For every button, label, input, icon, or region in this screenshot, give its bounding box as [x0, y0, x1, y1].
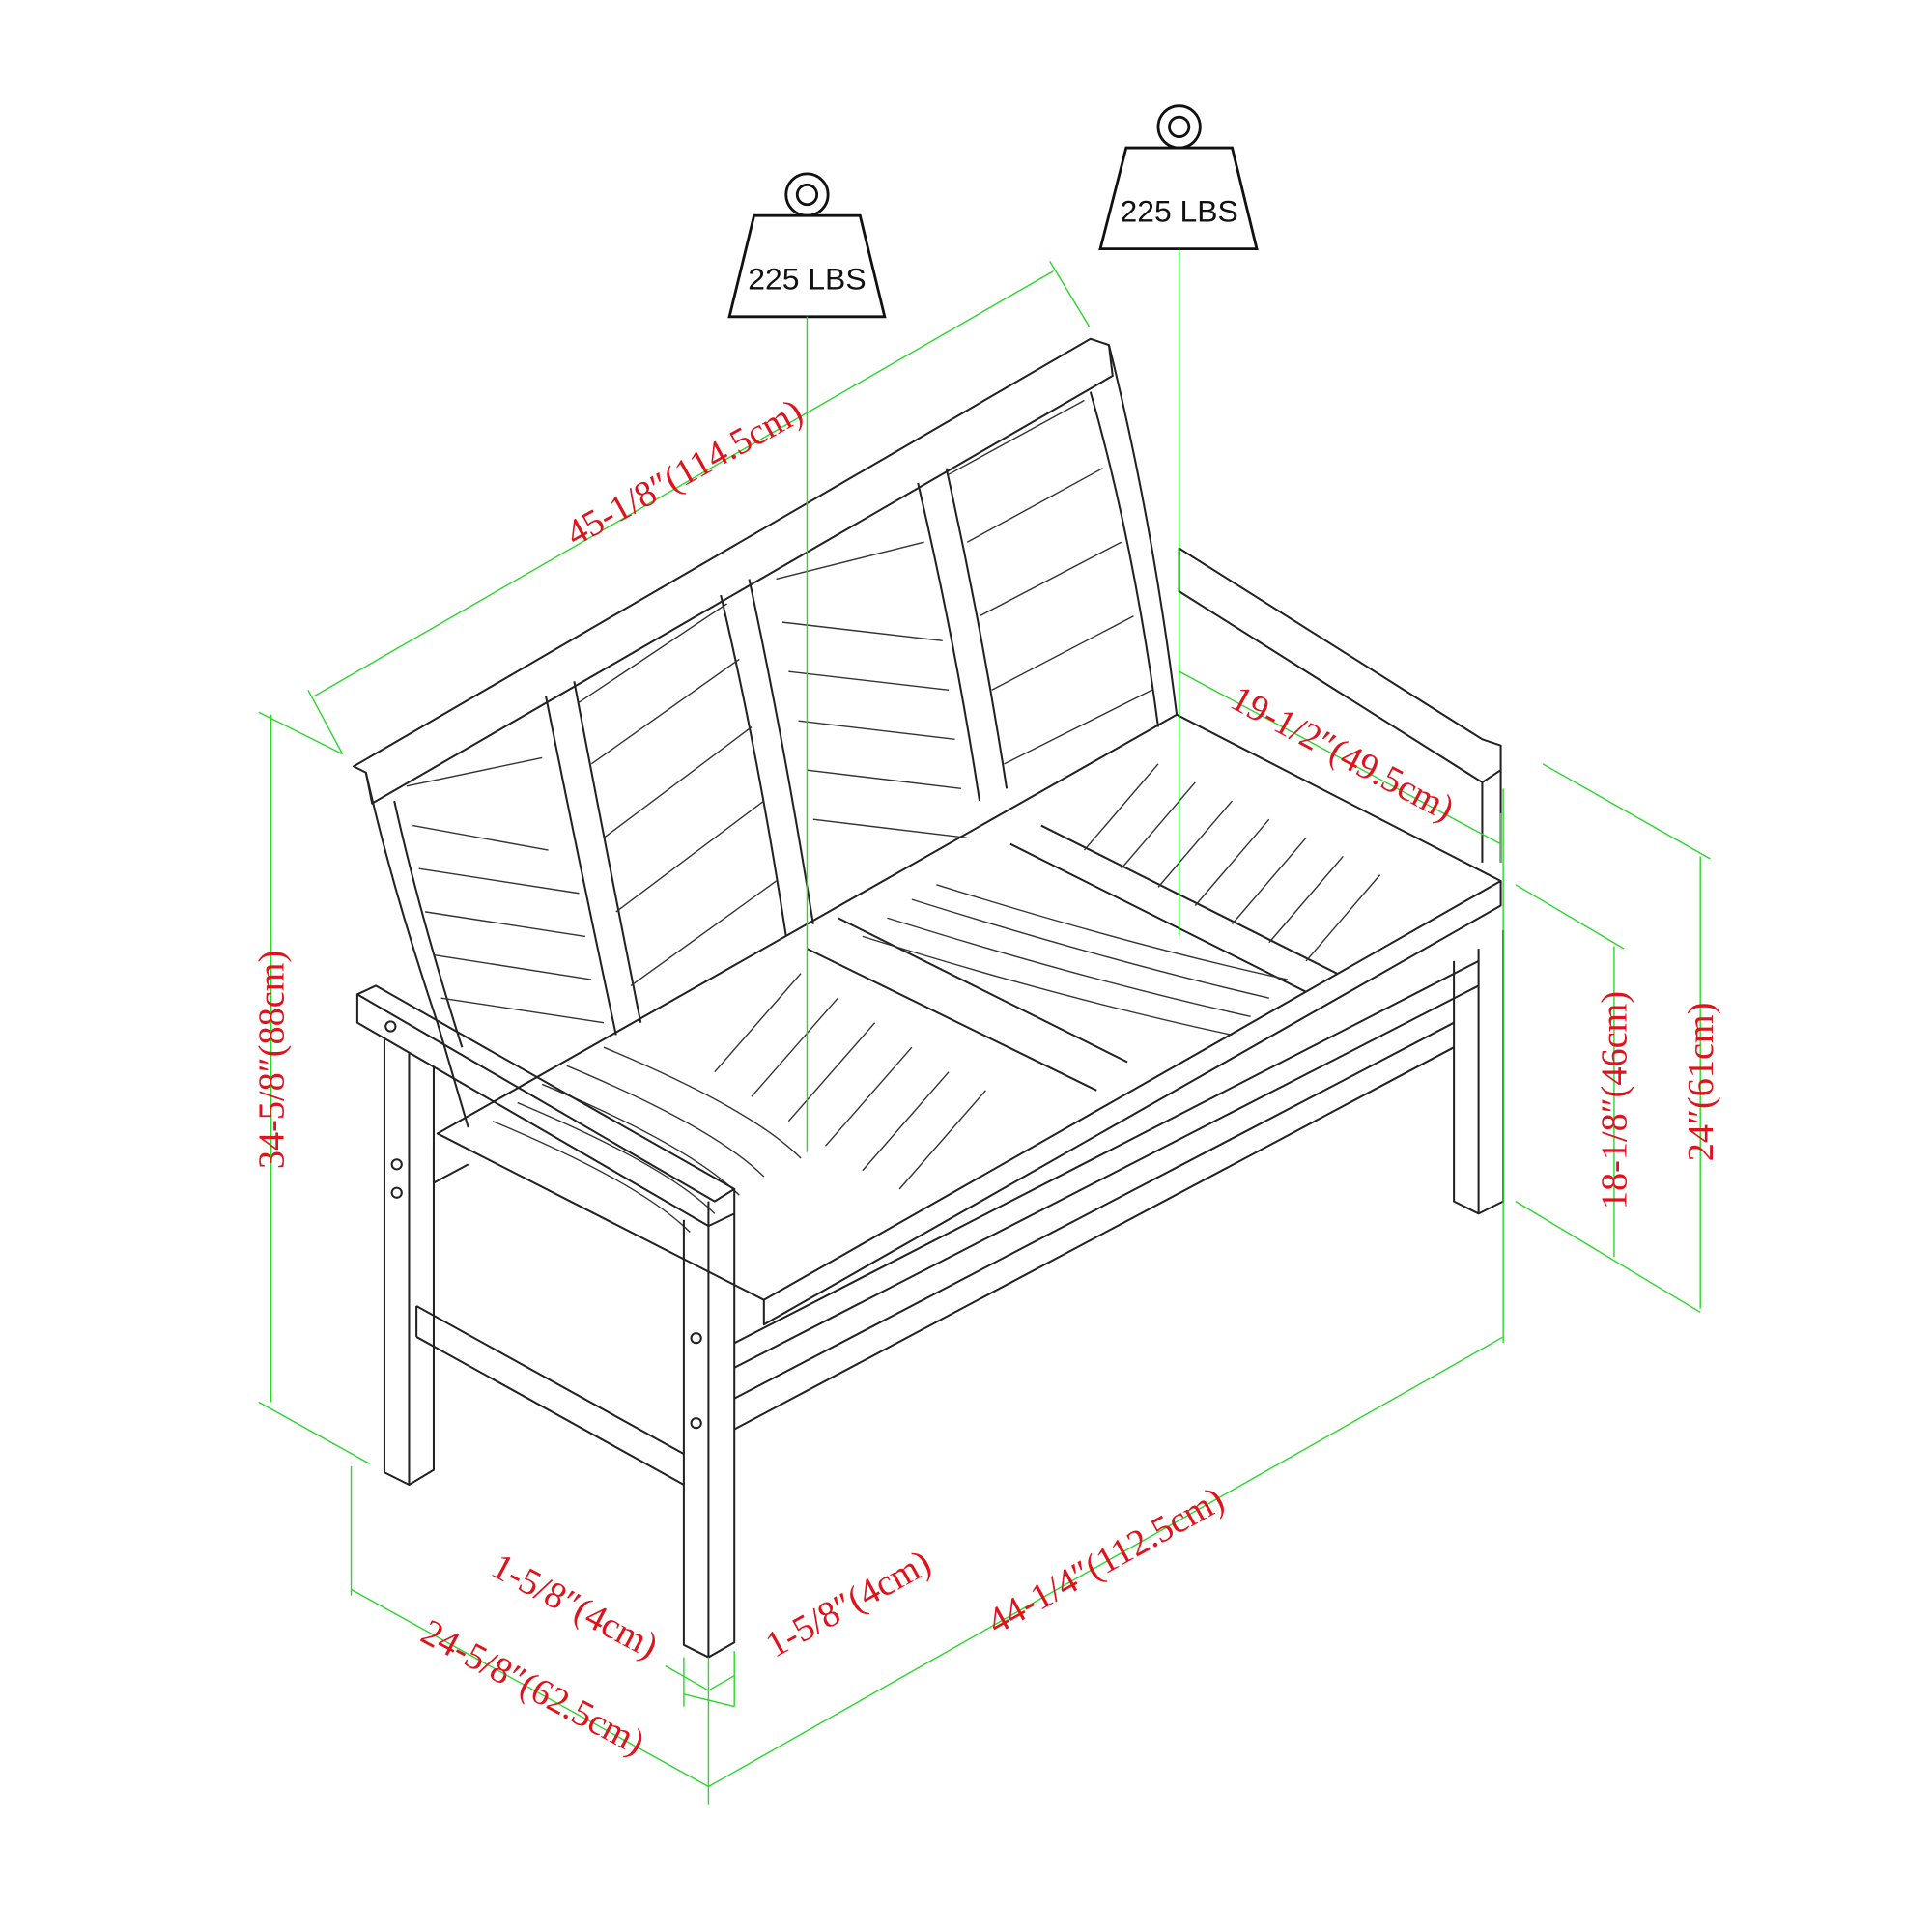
seat-slats [492, 763, 1381, 1234]
seat-height-label: 18-1/8″(46cm) [1595, 991, 1635, 1209]
overall-width-label: 44-1/4″(112.5cm) [980, 1479, 1231, 1642]
weight-label: 225 LBS [1121, 194, 1238, 229]
dimension-lines [258, 261, 1711, 1805]
leg-depth-label: 1-5/8″(4cm) [485, 1546, 665, 1666]
weight-right: 225 LBS [1098, 104, 1259, 937]
seat-depth-label: 19-1/2″(49.5cm) [1224, 678, 1461, 830]
arm-height-label: 24″(61cm) [1681, 1003, 1721, 1162]
weight-left: 225 LBS [727, 172, 887, 1152]
backrest-slats [406, 399, 1152, 1024]
bench-drawing [353, 337, 1505, 1659]
leg-width-label: 1-5/8″(4cm) [759, 1542, 938, 1665]
overall-height-label: 34-5/8″(88cm) [251, 951, 292, 1169]
weight-label: 225 LBS [748, 262, 866, 297]
back-width-label: 45-1/8″(114.5cm) [559, 391, 810, 554]
